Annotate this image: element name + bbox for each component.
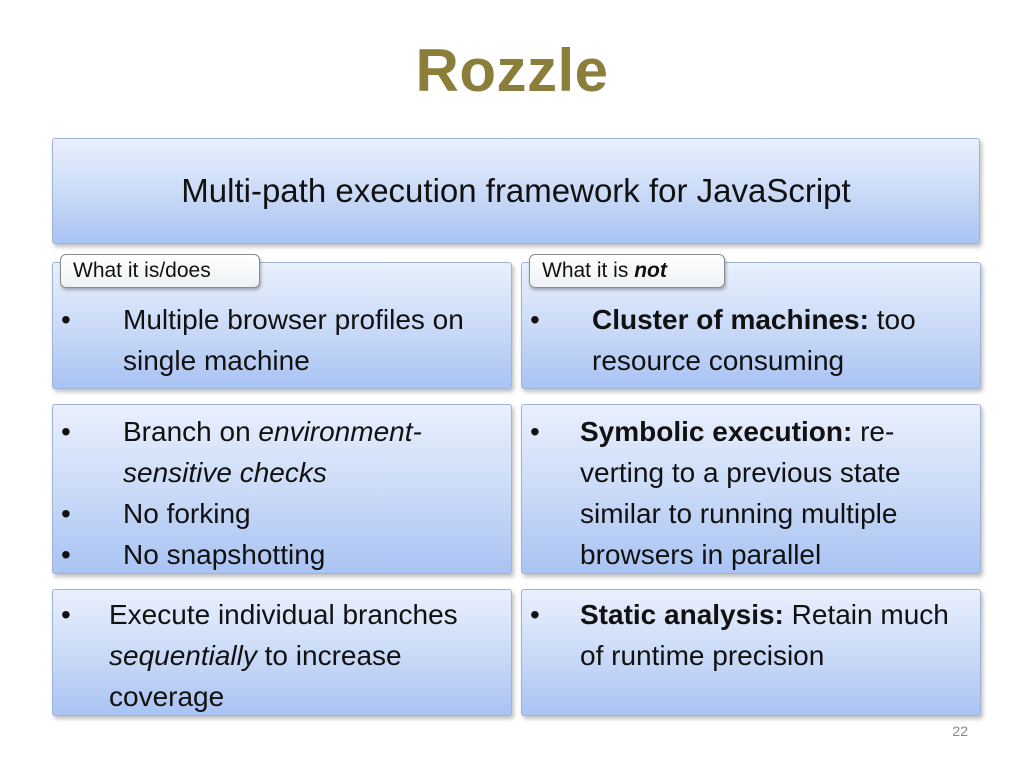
list-item: • Symbolic execution: re-verting to a pr… [530, 411, 970, 575]
list-item-text: Execute individual branches [109, 599, 458, 630]
left-list-3: • Execute individual branches sequential… [61, 594, 501, 717]
tab-what-it-is-does: What it is/does [60, 254, 260, 288]
list-item: • Multiple browser profiles on single ma… [61, 299, 501, 381]
bullet-icon: • [61, 498, 71, 529]
bullet-icon: • [530, 599, 540, 630]
bullet-icon: • [530, 304, 540, 335]
bullet-icon: • [61, 539, 71, 570]
list-item: • Execute individual branches sequential… [61, 594, 501, 717]
left-list-2: • Branch on environment-sensitive checks… [61, 411, 501, 575]
slide-title: Rozzle [415, 37, 609, 104]
framework-banner: Multi-path execution framework for JavaS… [52, 138, 980, 244]
list-item: • No snapshotting [61, 534, 501, 575]
list-item: • Static analysis: Retain much of runtim… [530, 594, 970, 676]
banner-text: Multi-path execution framework for JavaS… [181, 172, 851, 209]
list-item: • No forking [61, 493, 501, 534]
bullet-icon: • [61, 416, 71, 447]
list-item-emphasis: environment-sensitive checks [123, 416, 422, 488]
list-item-heading: Symbolic execution: [580, 416, 853, 447]
list-item-heading: Static analysis: [580, 599, 784, 630]
list-item-heading: Cluster of machines: [592, 304, 869, 335]
list-item-text: No forking [123, 498, 251, 529]
list-item-emphasis: sequentially [109, 640, 257, 671]
right-list-1: • Cluster of machines: too resource cons… [530, 299, 970, 381]
list-item-text: re-verting to a previous state similar t… [580, 416, 901, 570]
list-item-text-end: to increase coverage [109, 640, 402, 712]
page-number: 22 [952, 723, 968, 739]
right-list-3: • Static analysis: Retain much of runtim… [530, 594, 970, 676]
right-box-symbolic: • Symbolic execution: re-verting to a pr… [521, 404, 981, 574]
left-box-profiles: • Multiple browser profiles on single ma… [52, 262, 512, 389]
list-item-text: Multiple browser profiles on single mach… [123, 304, 464, 376]
list-item: • Branch on environment-sensitive checks [61, 411, 501, 493]
left-box-sequential: • Execute individual branches sequential… [52, 589, 512, 716]
list-item-text: Branch on [123, 416, 259, 447]
tab-what-it-is-not: What it is not [529, 254, 725, 288]
right-box-static: • Static analysis: Retain much of runtim… [521, 589, 981, 716]
list-item-text: No snapshotting [123, 539, 326, 570]
list-item-text: too resource consuming [592, 304, 916, 376]
bullet-icon: • [61, 304, 71, 335]
tab-label: What it is [542, 259, 635, 282]
bullet-icon: • [530, 416, 540, 447]
right-list-2: • Symbolic execution: re-verting to a pr… [530, 411, 970, 575]
left-box-branching: • Branch on environment-sensitive checks… [52, 404, 512, 574]
list-item-text: Retain much of runtime precision [580, 599, 949, 671]
tab-label-emphasis: not [634, 259, 667, 282]
bullet-icon: • [61, 599, 71, 630]
left-list-1: • Multiple browser profiles on single ma… [61, 299, 501, 381]
list-item: • Cluster of machines: too resource cons… [530, 299, 970, 381]
